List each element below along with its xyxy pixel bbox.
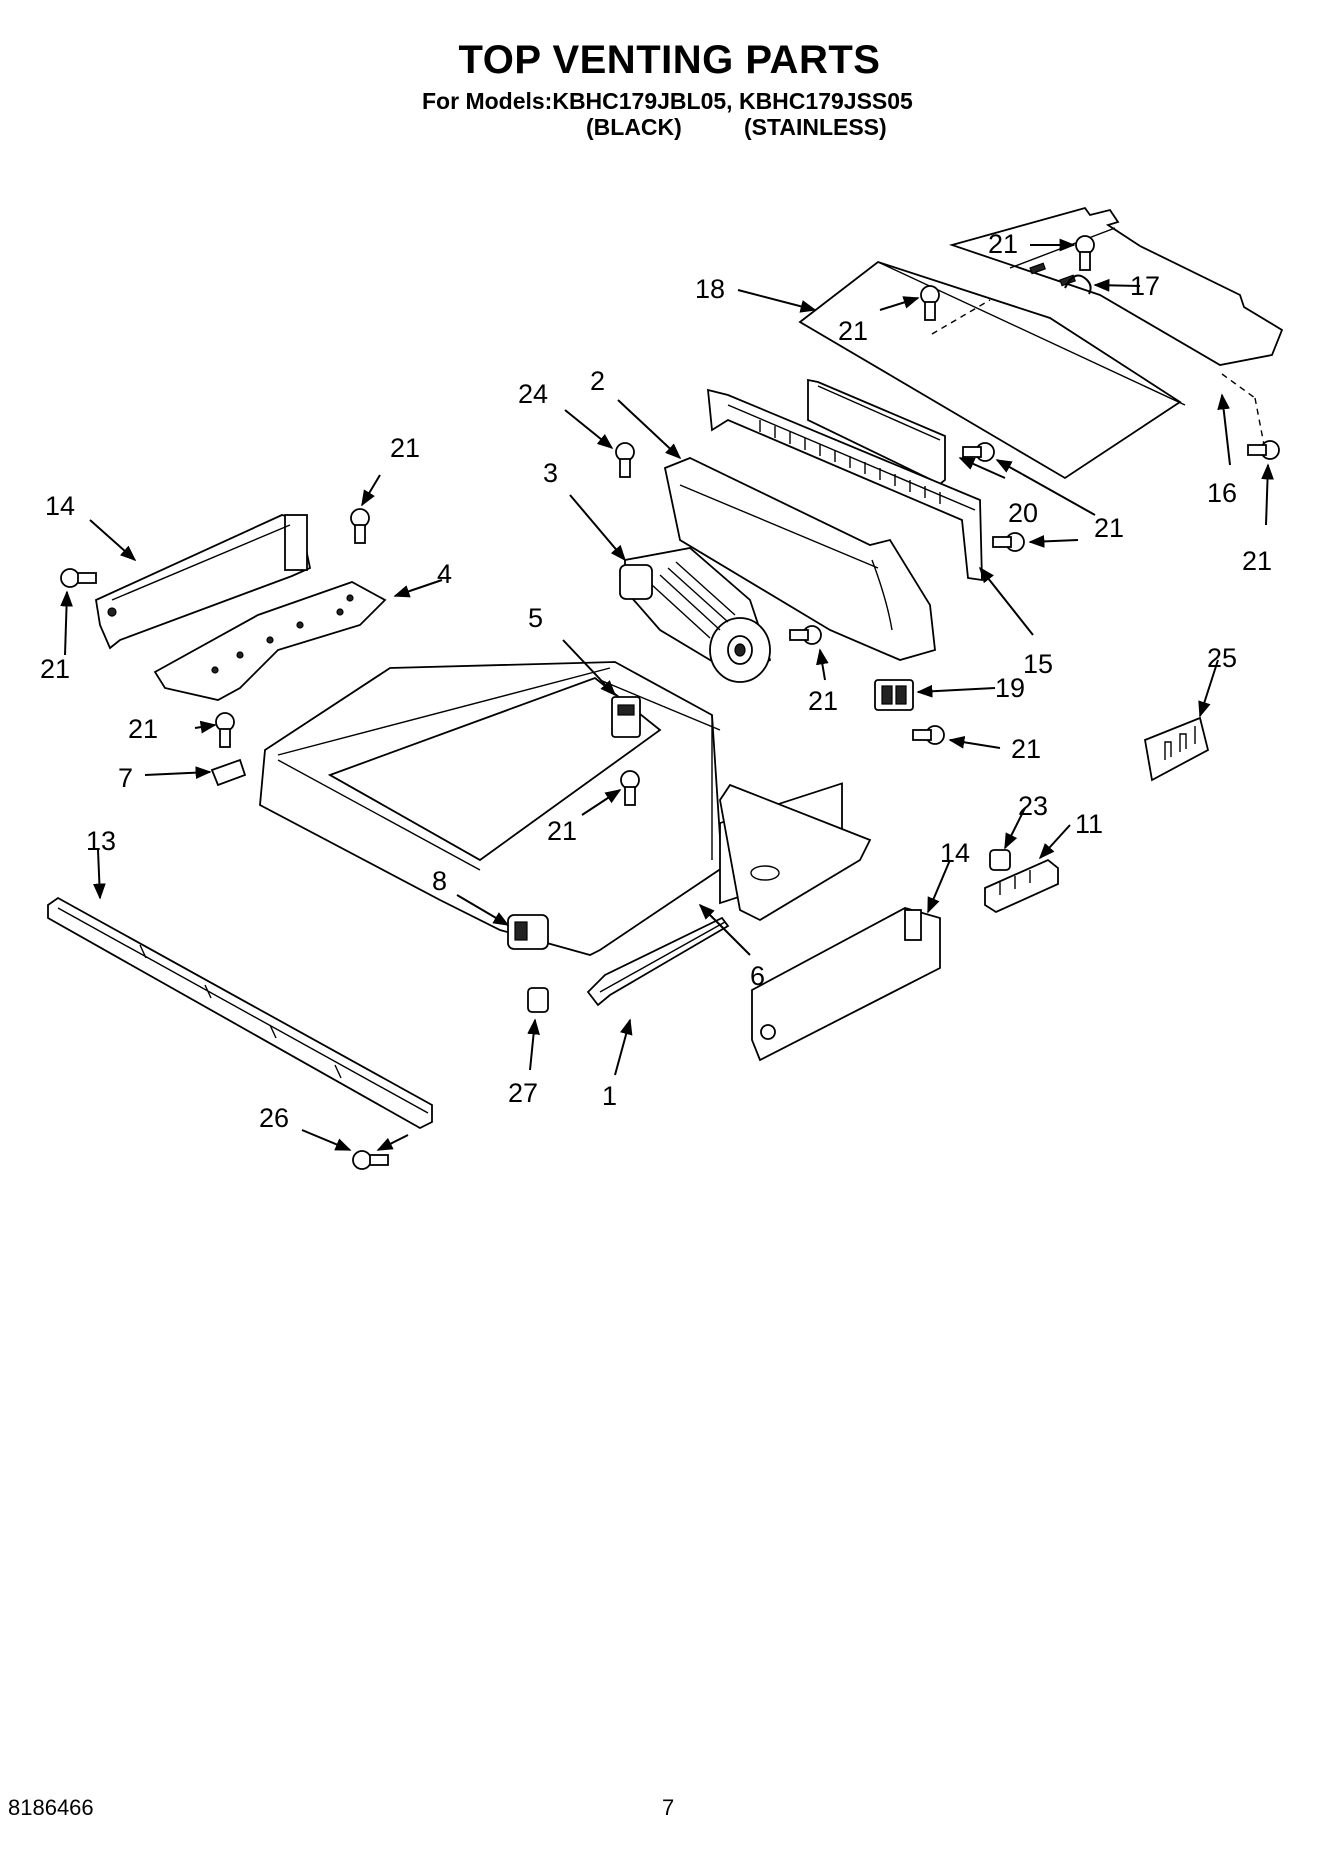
callout-26: 26 (259, 1103, 289, 1133)
screw-21-right (1247, 440, 1280, 460)
part-4-mounting-plate (153, 581, 387, 701)
part-6-vent-duct-frame (259, 661, 872, 956)
callout-18: 18 (695, 274, 725, 304)
part-23-nut (989, 849, 1011, 871)
callout-15: 15 (1023, 649, 1053, 679)
callout-14: 14 (940, 838, 970, 868)
screw-21-motor (789, 625, 822, 645)
callout-5: 5 (528, 603, 543, 633)
callout-8: 8 (432, 866, 447, 896)
screw-21-duct (620, 770, 640, 806)
part-8-latch (507, 914, 549, 950)
color-stainless-label: (STAINLESS) (744, 114, 887, 140)
callout-6: 6 (750, 961, 765, 991)
callout-25: 25 (1207, 643, 1237, 673)
callout-21: 21 (808, 686, 838, 716)
screw-21-left-upper (350, 508, 370, 544)
part-13-front-trim (47, 896, 433, 1130)
callout-21: 21 (1011, 734, 1041, 764)
callout-4: 4 (437, 559, 452, 589)
callout-19: 19 (995, 673, 1025, 703)
screw-26 (352, 1150, 389, 1170)
callout-21: 21 (40, 654, 70, 684)
doc-number: 8186466 (8, 1795, 94, 1820)
part-16-top-panel (948, 206, 1284, 366)
callout-7: 7 (118, 763, 133, 793)
screw-24 (615, 442, 635, 478)
callout-21: 21 (988, 229, 1018, 259)
part-25-bracket-plate (1143, 716, 1210, 782)
part-3-blower-motor (619, 547, 772, 683)
screw-21-plate (215, 712, 235, 748)
callout-24: 24 (518, 379, 548, 409)
page-title: TOP VENTING PARTS (458, 38, 881, 82)
callout-21: 21 (390, 433, 420, 463)
callout-21: 21 (547, 816, 577, 846)
callout-13: 13 (86, 826, 116, 856)
page-number: 7 (662, 1795, 675, 1820)
callout-17: 17 (1130, 271, 1160, 301)
callout-11: 11 (1075, 809, 1103, 839)
screw-21-top-sheet (920, 285, 940, 321)
screw-21-strip (962, 442, 995, 462)
screw-21-bracket15 (992, 532, 1025, 552)
callout-1: 1 (602, 1081, 617, 1111)
callout-21: 21 (128, 714, 158, 744)
models-line: For Models:KBHC179JBL05, KBHC179JSS05 (422, 88, 913, 114)
part-11-connector-block (984, 858, 1059, 914)
callout-3: 3 (543, 458, 558, 488)
callout-23: 23 (1018, 791, 1048, 821)
screws (60, 235, 1280, 1170)
screw-21-terminal (912, 725, 945, 745)
part-27-nut (527, 987, 549, 1013)
part-14-side-bracket-left (95, 514, 312, 650)
part-7-clip (210, 758, 247, 787)
part-1-slide-rail (586, 916, 730, 1007)
callout-2: 2 (590, 366, 605, 396)
part-15-vent-bracket (706, 388, 983, 582)
callout-21: 21 (838, 316, 868, 346)
callout-20: 20 (1008, 498, 1038, 528)
part-19-terminal (874, 679, 914, 711)
callout-14: 14 (45, 491, 75, 521)
leader-lines (60, 238, 1274, 1151)
screw-21-left (60, 568, 97, 588)
callout-21: 21 (1094, 513, 1124, 543)
part-17-wire-clip (1064, 274, 1092, 295)
color-black-label: (BLACK) (586, 114, 682, 140)
part-2-blower-housing (663, 457, 936, 661)
part-14-side-bracket-right (751, 907, 941, 1062)
part-20-slotted-strip (807, 378, 946, 486)
screw-21-top-right (1075, 235, 1095, 271)
callout-labels: 21 17 18 21 24 2 3 21 14 4 21 20 21 16 2… (40, 229, 1272, 1133)
callout-21: 21 (1242, 546, 1272, 576)
callout-16: 16 (1207, 478, 1237, 508)
callout-27: 27 (508, 1078, 538, 1108)
part-5-switch (611, 696, 641, 738)
